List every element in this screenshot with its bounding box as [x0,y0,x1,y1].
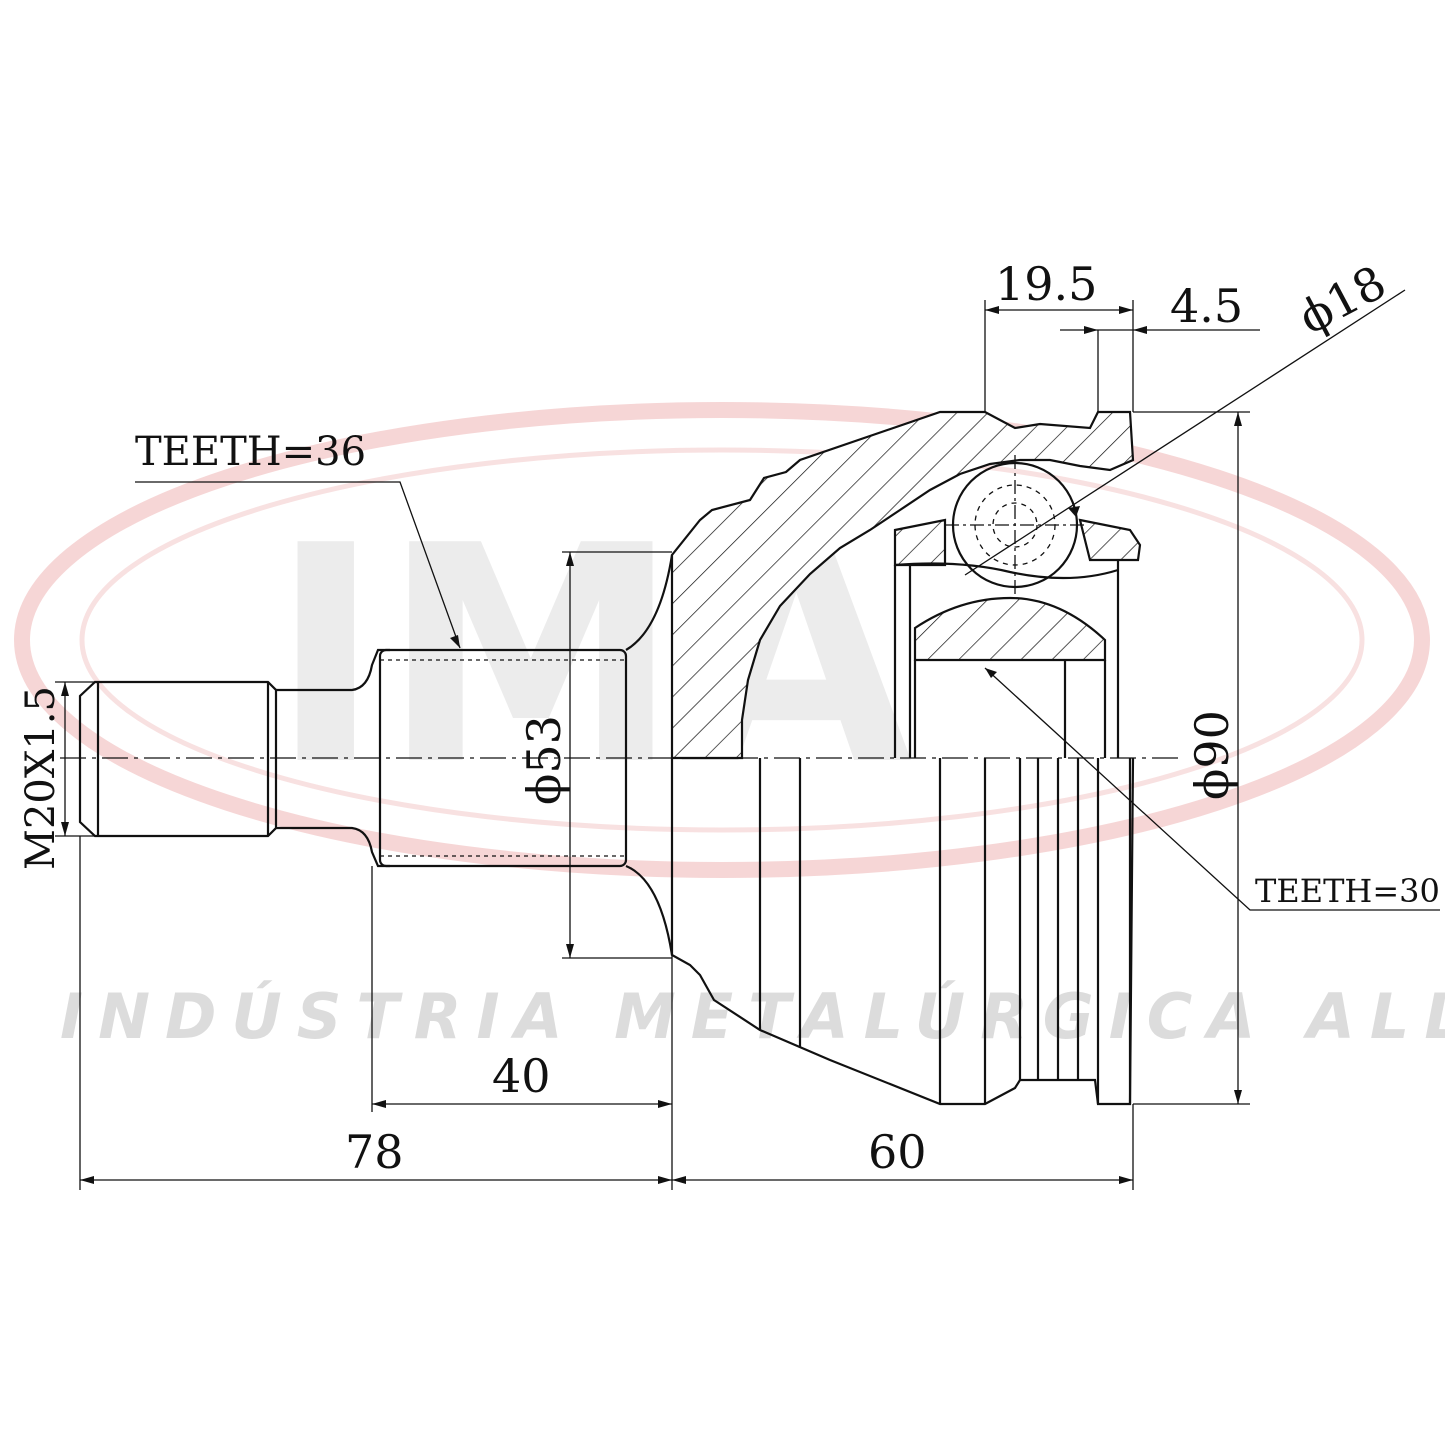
outer-teeth-label: TEETH=36 [135,429,366,475]
watermark-company-name: INDÚSTRIA METALÚRGICA ALLI [60,980,1445,1053]
splined-shaft [378,554,674,956]
bottom-dimensions: 40 78 60 [79,836,1134,1190]
watermark-ring-inner-icon [79,447,1365,833]
inner-race [893,518,1142,758]
dim-shaft-diameter: ϕ53 [517,715,571,805]
bell-housing [670,410,1135,1106]
dim-shaft-length: 78 [345,1125,404,1179]
thread-dimension: M20X1.5 [18,681,95,870]
housing-diameter-dimension: ϕ90 [1133,411,1250,1105]
thread-spec-label: M20X1.5 [18,686,64,870]
top-dimensions: 19.5 4.5 ϕ18 [964,255,1406,576]
threaded-stub [78,648,390,868]
ball-bearing [945,455,1085,595]
watermark-ring-icon [14,402,1430,878]
dim-housing-length: 60 [868,1125,927,1179]
dim-spline-length: 40 [492,1049,551,1103]
watermark: IMA INDÚSTRIA METALÚRGICA ALLI [14,402,1445,1053]
dim-ball-offset: 19.5 [995,257,1097,311]
dim-groove-width: 4.5 [1170,279,1243,333]
inner-teeth-label: TEETH=30 [1255,872,1440,910]
inner-teeth-leader: TEETH=30 [984,667,1440,911]
outer-teeth-leader: TEETH=36 [135,429,461,649]
shaft-diameter-dimension: ϕ53 [517,551,672,959]
dim-housing-diameter: ϕ90 [1185,710,1239,800]
